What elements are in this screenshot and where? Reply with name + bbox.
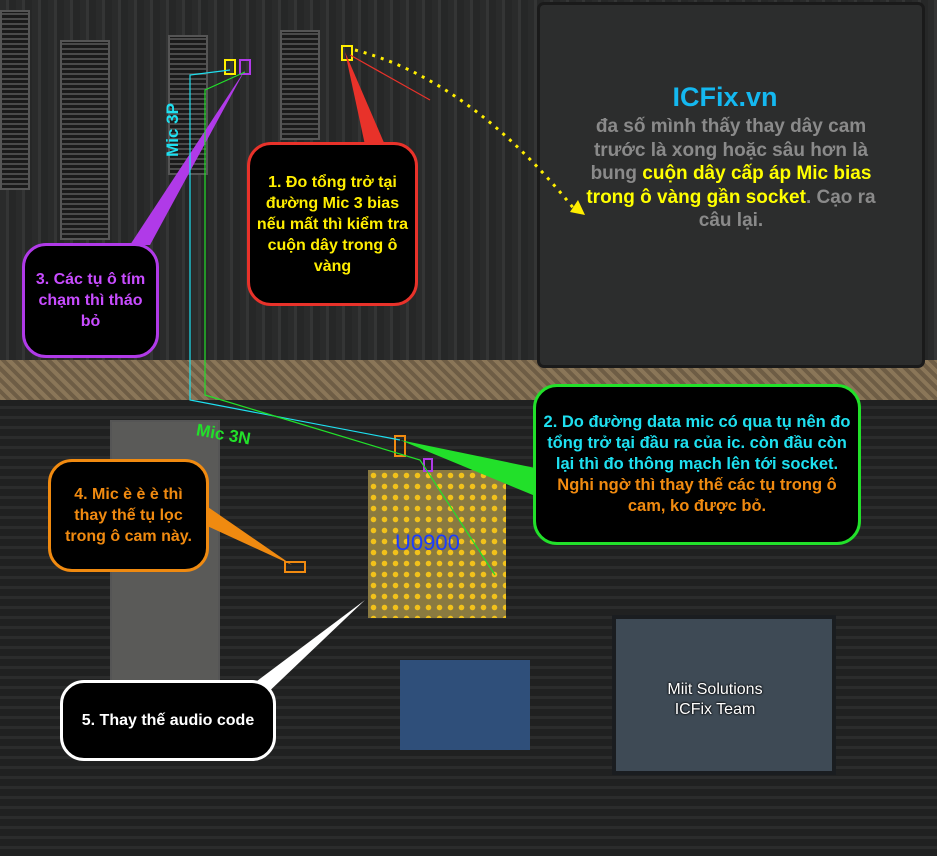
callout-pointer-white (245, 600, 365, 700)
arrow-head (570, 200, 585, 215)
step-3-text: 3. Các tụ ô tím chạm thì tháo bỏ (35, 271, 146, 330)
callout-pointer-green (400, 440, 545, 500)
step-3-callout: 3. Các tụ ô tím chạm thì tháo bỏ (22, 243, 159, 358)
connector (0, 10, 30, 190)
step-1-callout: 1. Đo tổng trở tại đường Mic 3 bias nếu … (247, 142, 418, 306)
step-4-callout: 4. Mic è è è thì thay thế tụ lọc trong ô… (48, 459, 209, 572)
orange-marker (394, 435, 406, 457)
callout-pointer-purple (130, 70, 245, 245)
note-yellow: cuộn dây cấp áp Mic bias trong ô vàng gầ… (586, 163, 872, 208)
blue-chip (400, 660, 530, 750)
step-2-warning: Nghi ngờ thì thay thế các tụ trong ô cam… (557, 476, 837, 515)
purple-marker (239, 59, 251, 75)
main-chip (540, 5, 922, 365)
step-5-text: 5. Thay thế audio code (81, 712, 255, 729)
purple-marker (423, 458, 433, 472)
watermark-line2: ICFix Team (674, 701, 756, 718)
step-1-text: 1. Đo tổng trở tại đường Mic 3 bias nếu … (256, 173, 409, 275)
step-2-callout: 2. Do đường data mic có qua tụ nên đo tổ… (533, 384, 861, 545)
note-gray-2: . Cạo ra câu lại. (698, 186, 876, 232)
orange-marker (284, 561, 306, 573)
step-5-callout: 5. Thay thế audio code (60, 680, 276, 761)
rf-chip (612, 615, 836, 775)
yellow-marker (224, 59, 236, 75)
step-2-text: 2. Do đường data mic có qua tụ nên đo tổ… (543, 413, 851, 473)
mic3p-label: Mic 3P (162, 103, 182, 157)
note-text: đa số mình thấy thay dây cam trước là xo… (572, 115, 890, 233)
callout-pointer-red (345, 52, 385, 145)
green-trace (204, 71, 496, 576)
brand-title: ICFix.vn (672, 82, 778, 112)
note-gray-1: đa số mình thấy thay dây cam trước là xo… (590, 116, 869, 184)
audio-codec-ic (368, 470, 506, 618)
connector (280, 30, 320, 140)
step-4-text: 4. Mic è è è thì thay thế tụ lọc trong ô… (65, 486, 192, 545)
ic-label: U0900 (395, 530, 460, 555)
callout-pointer-orange (205, 505, 292, 565)
red-trace (349, 54, 431, 101)
yellow-arrow (354, 48, 577, 211)
connector (168, 35, 208, 175)
cyan-trace (189, 69, 401, 441)
watermark-line1: Miit Solutions (667, 681, 763, 698)
connector (60, 40, 110, 240)
